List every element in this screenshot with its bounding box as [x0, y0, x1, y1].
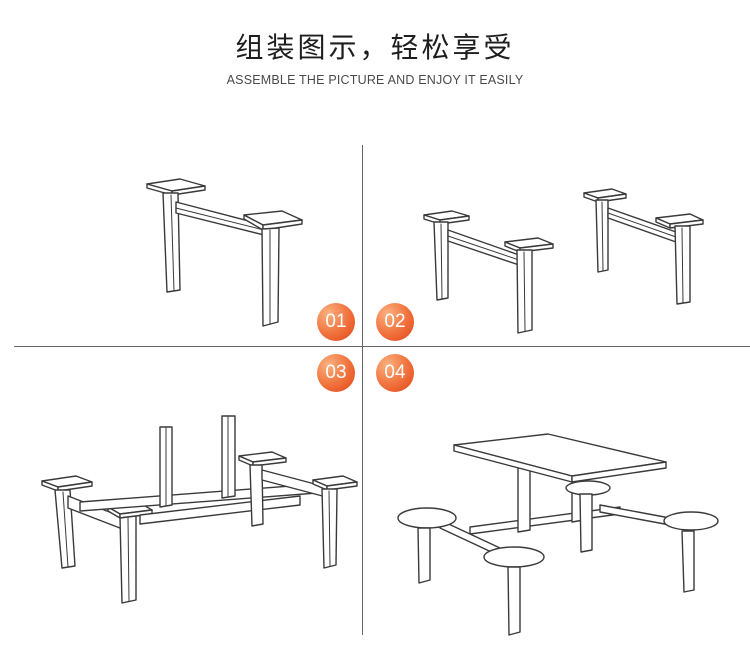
vertical-divider: [362, 145, 363, 635]
page-subtitle: ASSEMBLE THE PICTURE AND ENJOY IT EASILY: [226, 73, 524, 87]
step-03-badge: 03: [317, 354, 355, 392]
horizontal-divider: [14, 346, 750, 347]
step-02-badge: 02: [376, 303, 414, 341]
step-04-badge: 04: [376, 354, 414, 392]
step-01-badge: 01: [317, 303, 355, 341]
page-title: 组装图示，轻松享受: [235, 31, 515, 64]
